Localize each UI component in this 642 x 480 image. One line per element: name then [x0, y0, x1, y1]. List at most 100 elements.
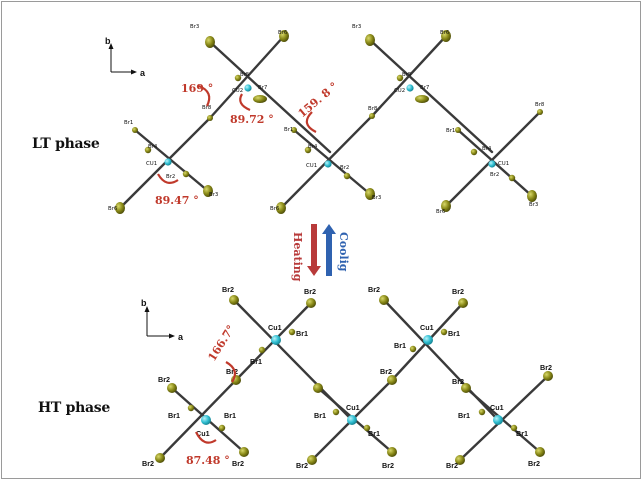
ht-cu1-a: [201, 415, 211, 425]
lt-br4c-atom: [470, 148, 478, 156]
lt-cu2-atom: [244, 84, 252, 92]
lt-lbl-br8: Br8: [202, 105, 212, 111]
lt-lbl-br6: Br6: [108, 206, 118, 212]
lt-cu1-atom: [164, 158, 172, 166]
lt-angle-8972: 89.72 °: [230, 113, 274, 126]
lt-bromine-atoms: [115, 30, 543, 214]
lt-br3-top-atom: [205, 36, 215, 48]
ht-lbl-br1-a2: Br1: [224, 411, 236, 420]
lt-lbl-br5b: Br5: [402, 72, 411, 78]
lt-br8b-atom: [369, 113, 375, 119]
lt-br2-atom: [182, 170, 190, 178]
lt-br2b-atom: [343, 172, 351, 180]
ht-lbl-br2-c2: Br2: [382, 461, 394, 470]
lt-br6b-atom: [276, 202, 286, 214]
ht-br2-d1: [379, 295, 389, 305]
lt-axis-indicator: b a: [105, 36, 146, 78]
lt-lbl-br3-top: Br3: [190, 24, 199, 30]
ht-axis-b-label: b: [141, 298, 147, 308]
lt-br1-atom: [132, 127, 138, 133]
ht-axis-a-label: a: [178, 332, 184, 342]
lt-br8-atom: [207, 115, 213, 121]
ht-lbl-br1-d1: Br1: [394, 341, 406, 350]
ht-axis-indicator: b a: [141, 298, 184, 342]
ht-angle-8748: 87.48 °: [186, 454, 230, 467]
ht-lbl-cu1-c: Cu1: [346, 403, 360, 412]
ht-lbl-cu1-a: Cu1: [196, 429, 210, 438]
ht-br2-e4: [543, 371, 553, 381]
heating-arrow: [307, 224, 321, 276]
lt-lbl-br6-top: Br6: [278, 30, 288, 36]
ht-cu1-c: [347, 415, 357, 425]
lt-bonds: [118, 34, 542, 210]
lt-lbl-cu1: CU1: [146, 161, 157, 167]
lt-arc-8972: [239, 93, 251, 112]
lt-br3c-atom: [365, 34, 375, 46]
ht-arc-1667: [225, 361, 237, 383]
lt-br5-atom: [234, 74, 242, 82]
ht-lbl-br2-a3: Br2: [142, 459, 154, 468]
lt-lbl-br1b: Br1: [284, 127, 293, 133]
lt-copper-atoms: [164, 84, 496, 168]
lt-arc-8947: [157, 173, 179, 185]
lt-cu2b-atom: [406, 84, 414, 92]
lt-lbl-br2: Br2: [166, 174, 175, 180]
ht-bonds: [158, 298, 550, 462]
lt-br6d-atom: [441, 200, 451, 212]
lt-lbl-br6d: Br6: [436, 209, 446, 215]
ht-atom-labels: Br2 Br2 Br1 Br1 Cu1 Br2 Br2 Br2 Br2 Cu1 …: [142, 285, 552, 470]
ht-lbl-br2-e1: Br2: [452, 377, 464, 386]
lt-lbl-br7b: Br7: [420, 85, 429, 91]
phase-transition-arrows: Heating Coolig: [291, 224, 350, 282]
ht-lbl-br2-a2: Br2: [232, 459, 244, 468]
ht-cu1-e: [493, 415, 503, 425]
ht-br2-e1: [461, 383, 471, 393]
lt-angle-1598: 159. 8 °: [296, 80, 341, 121]
lt-lbl-br6c: Br6: [440, 30, 450, 36]
ht-lbl-br2-b1: Br2: [222, 285, 234, 294]
ht-br2-a1: [167, 383, 177, 393]
ht-br2-c1: [313, 383, 323, 393]
lt-phase-label: LT phase: [32, 136, 100, 152]
ht-cu1-b: [271, 335, 281, 345]
lt-br3-atom: [203, 185, 213, 197]
lt-br7b-atom: [415, 95, 429, 103]
ht-lbl-br2-e3: Br2: [446, 461, 458, 470]
ht-br2-c4: [387, 375, 397, 385]
ht-lbl-br1-d2: Br1: [448, 329, 460, 338]
lt-cu1c-atom: [488, 160, 496, 168]
ht-br2-c2: [387, 447, 397, 457]
lt-lbl-br3c: Br3: [352, 24, 361, 30]
lt-lbl-cu2: CU2: [232, 88, 243, 94]
lt-br4-atom: [144, 146, 152, 154]
lt-lbl-br6b: Br6: [270, 206, 280, 212]
lt-br3d-atom: [527, 190, 537, 202]
lt-angle-arcs: [157, 84, 317, 185]
ht-br1-b1: [258, 346, 266, 354]
ht-lbl-br1-c1: Br1: [314, 411, 326, 420]
heating-label: Heating: [291, 232, 304, 282]
ht-lbl-br2-e4: Br2: [540, 363, 552, 372]
ht-lbl-br2-d1: Br2: [368, 285, 380, 294]
lt-br5b-atom: [396, 74, 404, 82]
ht-lbl-br1-b1: Br1: [250, 357, 262, 366]
ht-lbl-br2-d2: Br2: [452, 287, 464, 296]
lt-br6c-atom: [441, 30, 451, 42]
ht-phase-label: HT phase: [38, 400, 110, 416]
ht-br2-e2: [535, 447, 545, 457]
lt-lbl-br4b: Br4: [308, 144, 318, 150]
lt-lbl-cu2b: CU2: [394, 88, 405, 94]
ht-lbl-br2-a1: Br2: [158, 375, 170, 384]
lt-br6-top-atom: [279, 30, 289, 42]
ht-br1-c1: [332, 408, 340, 416]
ht-lbl-br2-c3: Br2: [296, 461, 308, 470]
ht-lbl-br2-b2: Br2: [304, 287, 316, 296]
ht-br2-a3: [155, 453, 165, 463]
ht-br1-d1: [409, 345, 417, 353]
lt-arc-169: [198, 84, 211, 107]
lt-lbl-br2b: Br2: [340, 165, 349, 171]
lt-angle-8947: 89.47 °: [155, 194, 199, 207]
ht-br2-b1: [229, 295, 239, 305]
ht-br1-d2: [440, 328, 448, 336]
ht-lbl-br2-a4: Br2: [226, 367, 238, 376]
